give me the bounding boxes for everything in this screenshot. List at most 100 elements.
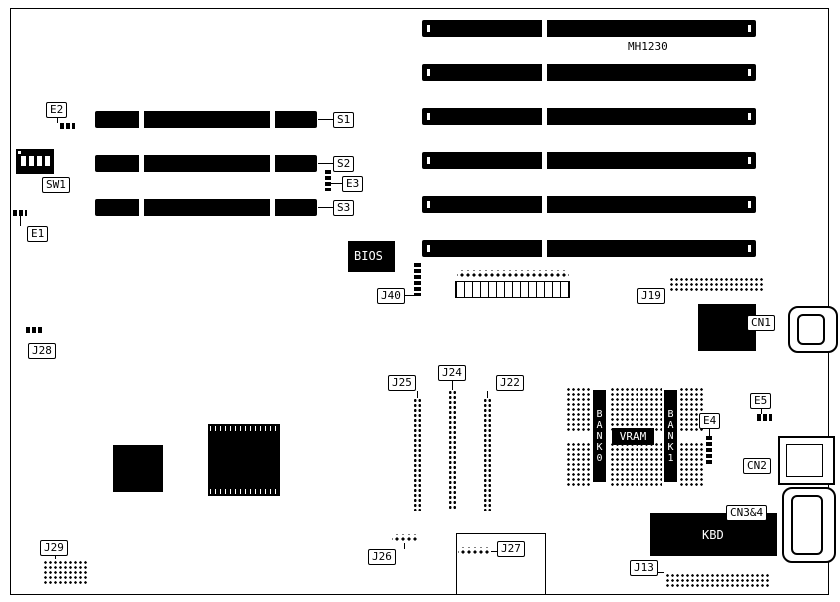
label-sw1: SW1 — [42, 177, 70, 193]
jumper-j28 — [26, 327, 43, 333]
ic-chip-small — [113, 445, 163, 492]
expansion-slot — [422, 152, 756, 169]
switch-position — [21, 156, 26, 166]
switch-position — [45, 156, 50, 166]
label-j26: J26 — [368, 549, 396, 565]
board-outline — [10, 8, 829, 595]
slot-key-divider — [139, 199, 145, 216]
slot-key-divider — [542, 240, 548, 257]
slot-end-notch — [748, 25, 751, 32]
leader-line — [403, 295, 414, 296]
component-row — [457, 270, 569, 279]
dip-switch-sw1 — [16, 149, 54, 174]
bank1-strip: BANK1 — [664, 390, 677, 482]
slot-s2 — [95, 155, 317, 172]
slot-key-divider — [270, 199, 276, 216]
dram-socket — [638, 441, 662, 486]
leader-line — [404, 543, 405, 549]
slot-key-divider — [270, 111, 276, 128]
jumper-e3 — [325, 170, 331, 191]
label-e2: E2 — [46, 102, 68, 118]
label-cn2: CN2 — [743, 458, 771, 474]
pin-header-j26 — [392, 534, 419, 543]
slot-end-notch — [748, 157, 751, 164]
label-j13: J13 — [630, 560, 658, 576]
label-j22: J22 — [496, 375, 524, 391]
pin-header-j13 — [664, 572, 769, 589]
label-j40: J40 — [377, 288, 405, 304]
label-e4: E4 — [699, 413, 721, 429]
switch-position — [29, 156, 34, 166]
expansion-slot — [422, 240, 756, 257]
dram-socket — [565, 386, 591, 431]
slot-end-notch — [748, 113, 751, 120]
leader-line — [761, 409, 762, 414]
expansion-slot — [422, 196, 756, 213]
label-s3: S3 — [333, 200, 355, 216]
leader-line — [55, 556, 56, 559]
leader-line — [452, 381, 453, 390]
slot-end-notch — [427, 113, 430, 120]
expansion-slot — [422, 20, 756, 37]
leader-line — [318, 163, 333, 164]
slot-key-divider — [542, 196, 548, 213]
memory-slot-j24 — [448, 390, 457, 511]
slot-key-divider — [270, 155, 276, 172]
label-s1: S1 — [333, 112, 355, 128]
memory-slot-j22 — [483, 398, 492, 511]
kbd-text: KBD — [702, 528, 724, 542]
label-j25: J25 — [388, 375, 416, 391]
slot-s1 — [95, 111, 317, 128]
slot-end-notch — [427, 69, 430, 76]
leader-line — [487, 391, 488, 398]
bios-chip-text: BIOS — [354, 249, 383, 263]
slot-key-divider — [542, 64, 548, 81]
expansion-slot — [422, 108, 756, 125]
pin-header-j40 — [414, 263, 421, 296]
label-j27: J27 — [497, 541, 525, 557]
leader-line — [318, 119, 333, 120]
bank0-strip: BANK0 — [593, 390, 606, 482]
label-e1: E1 — [27, 226, 49, 242]
dsub-connector-cn3and4 — [782, 487, 836, 563]
dram-socket — [638, 386, 662, 431]
jumper-e4 — [706, 436, 712, 464]
leader-line — [417, 391, 418, 398]
edge-connector — [455, 281, 570, 298]
leader-line — [57, 118, 58, 123]
label-j28: J28 — [28, 343, 56, 359]
jumper-e1 — [13, 210, 27, 216]
slot-end-notch — [427, 201, 430, 208]
label-j24: J24 — [438, 365, 466, 381]
label-cn3and4: CN3&4 — [726, 505, 768, 521]
label-cn1: CN1 — [747, 315, 775, 331]
slot-end-notch — [748, 201, 751, 208]
jumper-e5 — [757, 414, 772, 421]
ic-pin-row — [210, 489, 278, 494]
board-tab-edge — [456, 533, 457, 595]
switch-position — [37, 156, 42, 166]
vram-label: VRAM — [612, 428, 654, 445]
keyboard-connector-body: KBD — [650, 513, 777, 556]
slot-key-divider — [542, 108, 548, 125]
leader-line — [331, 183, 342, 184]
ic-pin-row — [210, 426, 278, 431]
label-j19: J19 — [637, 288, 665, 304]
dram-socket — [609, 441, 638, 486]
label-s2: S2 — [333, 156, 355, 172]
dram-socket — [609, 386, 638, 431]
slot-s3 — [95, 199, 317, 216]
expansion-slot — [422, 64, 756, 81]
pin1-marker — [18, 151, 21, 154]
label-e3: E3 — [342, 176, 364, 192]
memory-slot-j25 — [413, 398, 422, 511]
board-tab-edge — [545, 533, 546, 595]
label-e5: E5 — [750, 393, 772, 409]
slot-end-notch — [427, 157, 430, 164]
slot-end-notch — [427, 25, 430, 32]
board-model-text: MH1230 — [628, 40, 668, 53]
connector-cn1-body — [698, 304, 756, 351]
slot-end-notch — [748, 245, 751, 252]
leader-line — [20, 216, 21, 226]
slot-key-divider — [139, 111, 145, 128]
